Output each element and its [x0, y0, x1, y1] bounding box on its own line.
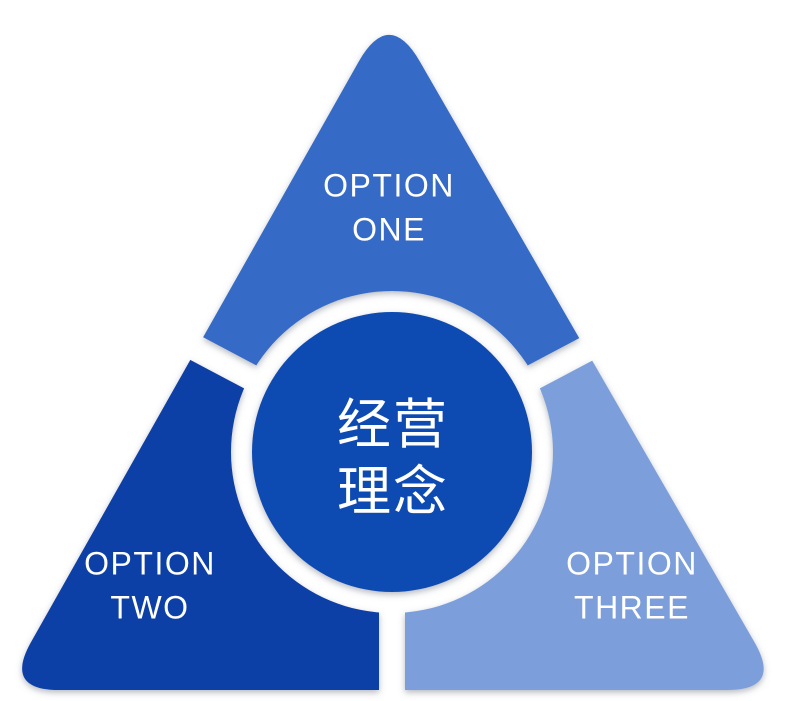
center-circle-shape [252, 312, 532, 592]
section-bottom-left-shape [22, 135, 386, 691]
section-bottom-right [398, 135, 764, 691]
center-circle [252, 312, 532, 592]
section-bottom-right-shape [398, 135, 764, 691]
section-bottom-left [22, 135, 386, 691]
